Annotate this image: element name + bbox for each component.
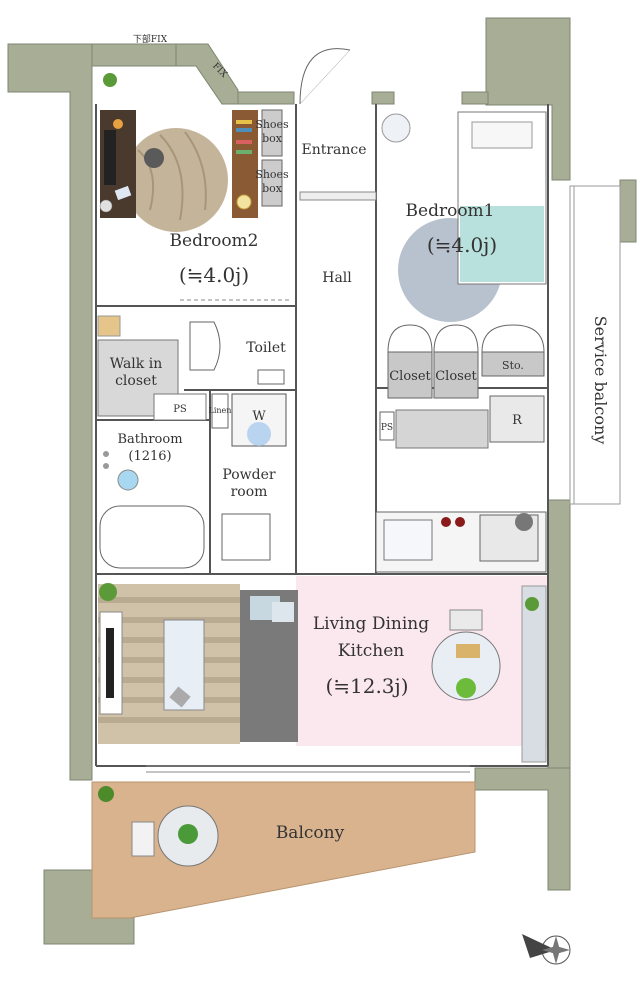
linen-label: Linen — [209, 406, 232, 415]
service-balcony-label: Service balcony — [591, 316, 610, 445]
tv — [106, 628, 114, 698]
left-wall — [7, 43, 96, 781]
bedroom2-rug — [124, 128, 228, 232]
ldk-window — [146, 765, 470, 773]
walk-in-closet-l2: closet — [115, 373, 157, 389]
walk-in-closet: Walk in closet PS — [97, 315, 207, 421]
fix-label-1: 下部FIX — [133, 33, 168, 45]
bedroom2: Bedroom2 (≒4.0j) — [99, 110, 290, 301]
kitchen: R PS — [375, 395, 547, 573]
ps-1-label: PS — [173, 404, 187, 415]
exterior-walls — [7, 17, 637, 945]
right-tower-wall — [485, 17, 571, 181]
ldk-size: (≒12.3j) — [325, 674, 408, 698]
laundry: Linen W — [209, 393, 287, 447]
refrigerator-label: R — [512, 413, 523, 428]
ps-2-label: PS — [381, 423, 393, 433]
balcony: Balcony — [98, 786, 345, 867]
shoes-box-1-l1: Shoes — [255, 118, 289, 131]
bathroom: Bathroom (1216) — [99, 432, 205, 569]
bedroom1-size: (≒4.0j) — [427, 233, 497, 257]
closet-2-label: Closet — [435, 369, 477, 384]
top-wall-right — [371, 91, 395, 105]
top-wall-left — [91, 43, 177, 67]
top-wall-right-2 — [461, 91, 489, 105]
washer-label: W — [252, 409, 266, 424]
bottom-right-wall — [474, 767, 571, 891]
closet-1-label: Closet — [389, 369, 431, 384]
toilet: Toilet — [189, 321, 286, 385]
storage-label: Sto. — [502, 359, 524, 372]
balcony-label: Balcony — [276, 823, 345, 843]
bedroom2-label: Bedroom2 — [170, 231, 259, 251]
bathroom-size: (1216) — [128, 449, 171, 464]
bathroom-label: Bathroom — [117, 432, 182, 447]
plant-icon — [525, 597, 539, 611]
ldk: Living Dining Kitchen (≒12.3j) — [98, 584, 547, 763]
compass-icon — [522, 934, 571, 965]
plant-icon — [99, 583, 117, 601]
bedroom1: Bedroom1 (≒4.0j) — [381, 111, 547, 322]
closets: Closet Closet Sto. — [387, 324, 545, 399]
ldk-label-l1: Living Dining — [313, 614, 429, 634]
ldk-label-l2: Kitchen — [338, 641, 404, 661]
entrance-area: Entrance Hall — [299, 48, 377, 286]
powder-room-l2: room — [231, 484, 268, 500]
dining-table — [431, 631, 501, 701]
shoes-boxes: Shoes box Shoes box — [255, 109, 289, 207]
plant-icon — [103, 73, 117, 87]
shoes-box-1-l2: box — [262, 132, 283, 145]
right-wall-lower — [547, 499, 571, 771]
powder-room: Powder room — [221, 467, 276, 561]
entrance-wall — [237, 91, 295, 105]
desk-chair — [144, 148, 164, 168]
hall-label: Hall — [322, 270, 352, 286]
shoes-box-2-l1: Shoes — [255, 168, 289, 181]
service-balcony-pillar — [619, 179, 637, 243]
shoes-box-2-l2: box — [262, 182, 283, 195]
walk-in-closet-l1: Walk in — [110, 356, 162, 372]
entrance-label: Entrance — [301, 142, 366, 158]
bedroom2-size: (≒4.0j) — [179, 263, 249, 287]
bedroom1-label: Bedroom1 — [406, 201, 495, 221]
powder-room-l1: Powder — [222, 467, 276, 483]
bathtub — [99, 505, 205, 569]
bay-window-wall — [175, 43, 239, 105]
toilet-label: Toilet — [246, 340, 286, 356]
service-balcony — [569, 185, 621, 505]
